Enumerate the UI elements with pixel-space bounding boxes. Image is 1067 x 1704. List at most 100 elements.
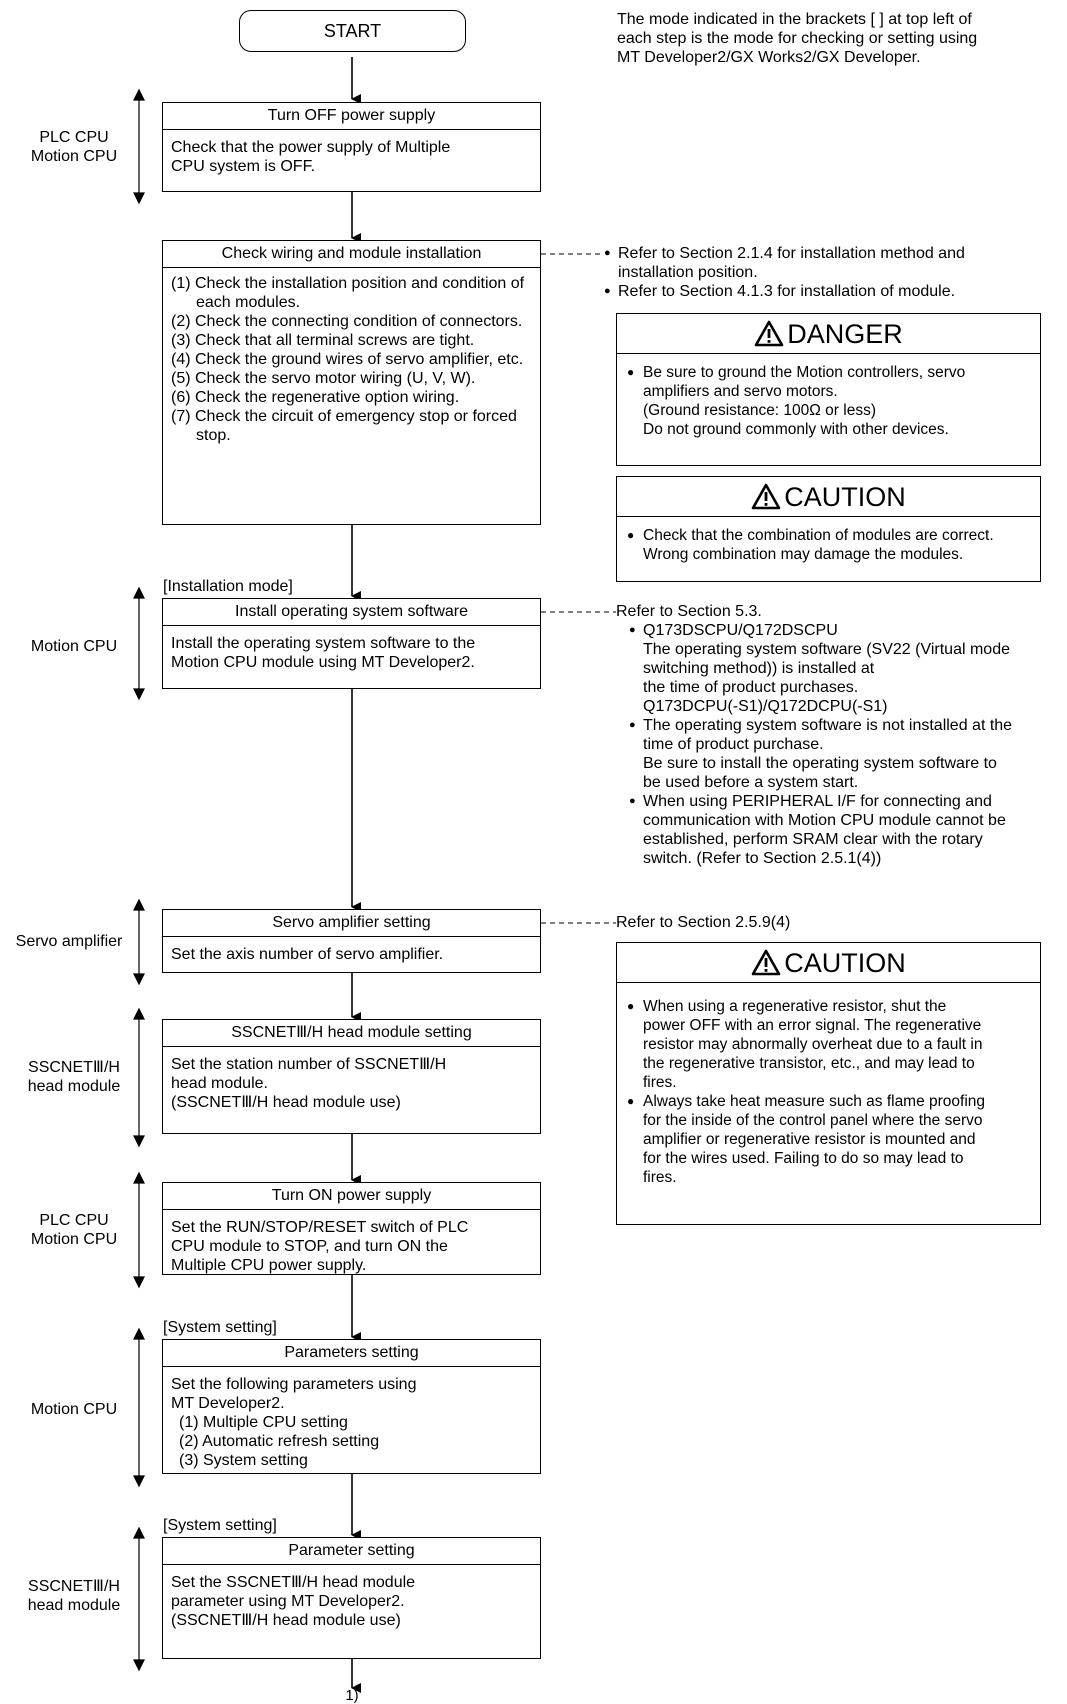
target-line: Motion CPU — [30, 1231, 118, 1248]
caution-line: Always take heat measure such as flame p… — [643, 1093, 986, 1110]
reference-bullet: Q173DSCPU/Q172DSCPU The operating system… — [629, 621, 1056, 716]
caution-line: resistor may abnormally overheat due to … — [643, 1036, 983, 1053]
reference-line: the time of product purchases. — [643, 679, 859, 696]
target-line: SSCNETⅢ/H — [28, 1059, 120, 1076]
caution-box: CAUTION Check that the combination of mo… — [616, 476, 1041, 582]
step-text: CPU system is OFF. — [171, 158, 316, 175]
step-install-os: Install operating system software Instal… — [162, 598, 541, 689]
mode-label: [System setting] — [163, 1319, 277, 1336]
caution-line: for the wires used. Failing to do so may… — [643, 1150, 964, 1167]
mode-label: [System setting] — [163, 1517, 277, 1534]
caution-line: amplifier or regenerative resistor is mo… — [643, 1131, 976, 1148]
note-line: each step is the mode for checking or se… — [617, 30, 978, 47]
start-terminal: START — [239, 10, 466, 52]
target-label: PLC CPU Motion CPU — [18, 1211, 130, 1249]
danger-bullet: Be sure to ground the Motion controllers… — [627, 363, 1030, 401]
caution-bullet: Always take heat measure such as flame p… — [627, 1092, 1030, 1187]
danger-line: amplifiers and servo motors. — [643, 383, 838, 400]
step-text: Set the RUN/STOP/RESET switch of PLC — [171, 1219, 469, 1236]
target-label: SSCNETⅢ/H head module — [14, 1577, 134, 1615]
step-text: CPU module to STOP, and turn ON the — [171, 1238, 448, 1255]
reference-line: Be sure to install the operating system … — [643, 755, 997, 772]
target-line: Motion CPU — [30, 148, 118, 165]
reference-bullet: Refer to Section 4.1.3 for installation … — [604, 282, 1040, 301]
step-text: Motion CPU module using MT Developer2. — [171, 654, 475, 671]
caution-line: the regenerative transistor, etc., and m… — [643, 1055, 975, 1072]
caution-line: Wrong combination may damage the modules… — [643, 546, 964, 563]
target-line: PLC CPU — [39, 1212, 109, 1229]
step-turn-on-power: Turn ON power supply Set the RUN/STOP/RE… — [162, 1182, 541, 1275]
danger-box: DANGER Be sure to ground the Motion cont… — [616, 313, 1041, 466]
note-line: MT Developer2/GX Works2/GX Developer. — [617, 49, 921, 66]
danger-title: DANGER — [787, 318, 903, 349]
step-title: SSCNETⅢ/H head module setting — [163, 1020, 540, 1047]
step-text: Set the SSCNETⅢ/H head module — [171, 1574, 416, 1591]
caution-bullet: When using a regenerative resistor, shut… — [627, 997, 1030, 1092]
warning-triangle-icon — [751, 949, 781, 976]
step-text: Set the axis number of servo amplifier. — [171, 946, 444, 963]
parameter-item: (1) Multiple CPU setting — [179, 1414, 348, 1431]
check-item: (5) Check the servo motor wiring (U, V, … — [171, 370, 476, 387]
reference-lead: Refer to Section 5.3. — [616, 603, 762, 620]
step-text: Set the station number of SSCNETⅢ/H — [171, 1056, 447, 1073]
danger-line: Do not ground commonly with other device… — [643, 421, 949, 438]
caution-bullet: Check that the combination of modules ar… — [627, 526, 1030, 564]
caution-title: CAUTION — [784, 947, 906, 978]
target-label: Motion CPU — [18, 637, 130, 656]
reference-line: switching method)) is installed at — [643, 660, 875, 677]
step-head-module-parameter: Parameter setting Set the SSCNETⅢ/H head… — [162, 1537, 541, 1659]
caution-line: fires. — [643, 1169, 677, 1186]
step-title: Turn OFF power supply — [163, 103, 540, 130]
danger-line: (Ground resistance: 100Ω or less) — [643, 402, 876, 419]
page-connector: 1) — [345, 1687, 359, 1704]
step-text: (SSCNETⅢ/H head module use) — [171, 1612, 401, 1629]
step-check-wiring: Check wiring and module installation (1)… — [162, 240, 541, 525]
caution-title: CAUTION — [784, 481, 906, 512]
reference-line: The operating system software (SV22 (Vir… — [643, 641, 1010, 658]
caution-line: fires. — [643, 1074, 677, 1091]
step-title: Parameter setting — [163, 1538, 540, 1565]
reference-line: established, perform SRAM clear with the… — [643, 831, 983, 848]
mode-label: [Installation mode] — [163, 578, 293, 595]
target-line: PLC CPU — [39, 129, 109, 146]
step-title: Turn ON power supply — [163, 1183, 540, 1210]
warning-triangle-icon — [754, 320, 784, 347]
servo-reference-note: Refer to Section 2.5.9(4) — [616, 914, 791, 931]
step-text: Check that the power supply of Multiple — [171, 139, 451, 156]
mode-explanation-note: The mode indicated in the brackets [ ] a… — [617, 10, 1037, 67]
step-title: Check wiring and module installation — [163, 241, 540, 268]
install-reference-notes: Refer to Section 5.3. Q173DSCPU/Q172DSCP… — [616, 602, 1056, 868]
danger-line: Be sure to ground the Motion controllers… — [643, 364, 966, 381]
target-line: Motion CPU — [30, 1401, 118, 1418]
caution-line: power OFF with an error signal. The rege… — [643, 1017, 982, 1034]
reference-bullet: When using PERIPHERAL I/F for connecting… — [629, 792, 1056, 868]
check-item: (1) Check the installation position and … — [171, 275, 525, 311]
step-parameters-setting: Parameters setting Set the following par… — [162, 1339, 541, 1474]
cpu-model-heading: Q173DCPU(-S1)/Q172DCPU(-S1) — [643, 698, 888, 715]
parameter-item: (2) Automatic refresh setting — [179, 1433, 380, 1450]
step-servo-amplifier: Servo amplifier setting Set the axis num… — [162, 909, 541, 973]
step-text: MT Developer2. — [171, 1395, 285, 1412]
step-title: Servo amplifier setting — [163, 910, 540, 937]
target-line: head module — [27, 1597, 121, 1614]
reference-line: communication with Motion CPU module can… — [643, 812, 1006, 829]
step-text: Set the following parameters using — [171, 1376, 417, 1393]
caution-line: Check that the combination of modules ar… — [643, 527, 994, 544]
reference-bullet: Refer to Section 2.1.4 for installation … — [604, 244, 1040, 282]
step-title: Parameters setting — [163, 1340, 540, 1367]
step-text: Install the operating system software to… — [171, 635, 476, 652]
reference-line: be used before a system start. — [643, 774, 859, 791]
caution-box: CAUTION When using a regenerative resist… — [616, 942, 1041, 1225]
check-item: (7) Check the circuit of emergency stop … — [171, 408, 517, 444]
step-text: head module. — [171, 1075, 268, 1092]
step-head-module-setting: SSCNETⅢ/H head module setting Set the st… — [162, 1019, 541, 1134]
note-line: The mode indicated in the brackets [ ] a… — [617, 11, 972, 28]
reference-line: switch. (Refer to Section 2.5.1(4)) — [643, 850, 882, 867]
target-line: Motion CPU — [30, 638, 118, 655]
reference-line: time of product purchase. — [643, 736, 824, 753]
check-item: (3) Check that all terminal screws are t… — [171, 332, 475, 349]
target-line: SSCNETⅢ/H — [28, 1578, 120, 1595]
step-text: (SSCNETⅢ/H head module use) — [171, 1094, 401, 1111]
step-text: Multiple CPU power supply. — [171, 1257, 367, 1274]
